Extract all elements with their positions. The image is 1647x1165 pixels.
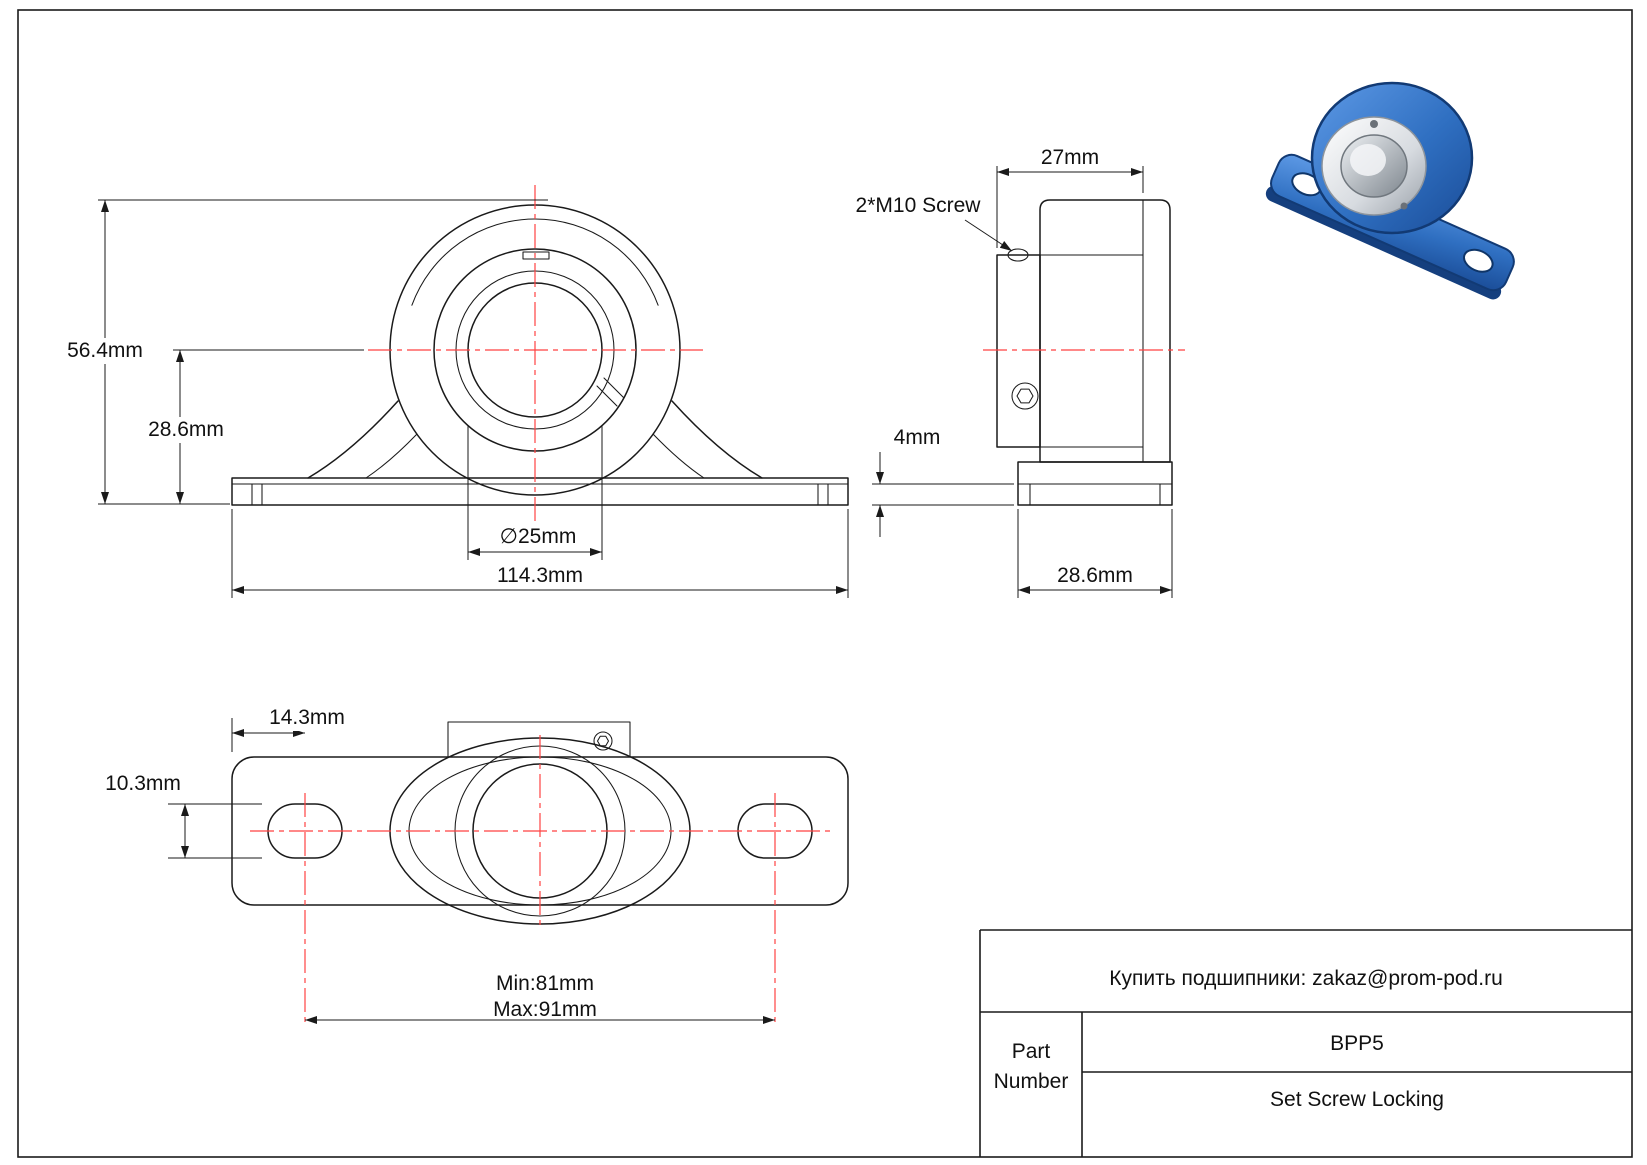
dim-total-height: 56.4mm (62, 199, 548, 505)
dim-base-thickness-label: 4mm (894, 426, 941, 449)
side-view: 27mm 2*M10 Screw 4mm 28.6mm (856, 146, 1185, 598)
dim-slot-width: 10.3mm (97, 771, 262, 859)
screw-note-label: 2*M10 Screw (856, 194, 982, 217)
dim-slot-offset: 14.3mm (231, 705, 352, 752)
part-label-line2: Number (994, 1070, 1069, 1093)
base-plate-front (231, 477, 849, 506)
left-arm-outer (307, 400, 399, 479)
dim-bolt-span: Min:81mm Max:91mm (305, 972, 775, 1024)
dim-center-height-label: 28.6mm (148, 418, 224, 441)
right-arm-outer (671, 400, 763, 479)
set-screw-mark (603, 377, 625, 399)
top-boss-plan (447, 721, 631, 758)
set-screw-dot (1370, 120, 1378, 128)
dim-span-max-label: Max:91mm (493, 998, 597, 1021)
screw-head-plan (593, 731, 613, 751)
sheet-border (17, 9, 1633, 1158)
screw-note: 2*M10 Screw (856, 194, 1013, 252)
front-view: 56.4mm 28.6mm ∅25mm 114.3mm (62, 185, 849, 598)
dim-base-width-label: 114.3mm (497, 564, 583, 587)
part-number: BPP5 (1330, 1032, 1384, 1055)
dim-base-depth-label: 28.6mm (1057, 564, 1133, 587)
set-screw-dot (1400, 202, 1408, 210)
top-set-screw (1007, 248, 1029, 262)
contact-text: Купить подшипники: zakaz@prom-pod.ru (1109, 967, 1503, 990)
dim-bore-label: ∅25mm (500, 525, 577, 548)
bottom-view: 14.3mm 10.3mm Min:81mm Max:91mm (97, 705, 849, 1024)
set-screw-hex-socket (1016, 388, 1034, 404)
set-screw-head (1011, 382, 1039, 410)
housing-inner-arc (411, 218, 659, 306)
right-arm-inner (652, 433, 705, 479)
locking-type: Set Screw Locking (1270, 1088, 1444, 1111)
grease-slot (522, 251, 550, 260)
dim-slot-offset-label: 14.3mm (269, 706, 345, 729)
dim-total-height-label: 56.4mm (67, 339, 143, 362)
title-block: Купить подшипники: zakaz@prom-pod.ru Par… (979, 929, 1632, 1157)
housing-body-side (1039, 199, 1171, 463)
dim-base-thickness: 4mm (872, 426, 1014, 537)
dim-base-width: 114.3mm (231, 509, 849, 598)
bolt-hole-right (1463, 248, 1494, 273)
left-arm-inner (365, 433, 418, 479)
bore-highlight (1350, 144, 1386, 176)
dim-span-min-label: Min:81mm (496, 972, 594, 995)
dim-slot-width-label: 10.3mm (105, 772, 181, 795)
product-image (1265, 81, 1515, 300)
set-screw-mark (596, 385, 618, 407)
dim-top-width: 27mm (996, 146, 1144, 248)
dim-center-height: 28.6mm (141, 349, 364, 504)
dim-bore: ∅25mm (467, 425, 603, 560)
dim-top-width-label: 27mm (1041, 146, 1099, 169)
screw-hex-plan (596, 735, 610, 747)
inner-ring-sleeve (996, 254, 1041, 448)
part-label-line1: Part (1012, 1040, 1051, 1063)
dim-base-depth: 28.6mm (1017, 509, 1173, 598)
